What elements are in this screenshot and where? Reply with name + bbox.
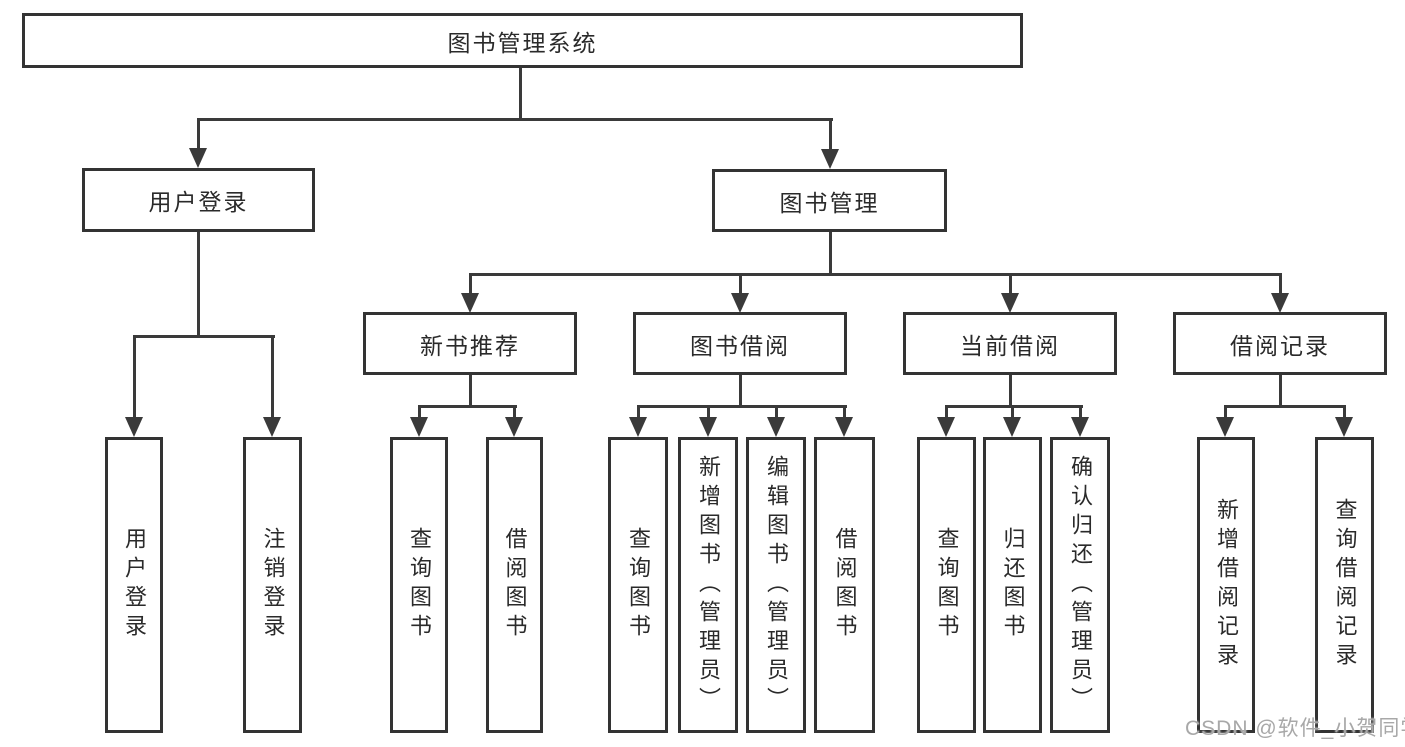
connector-line <box>1224 405 1346 408</box>
arrow-down-icon <box>1271 293 1289 313</box>
leaf-edit-book-admin: 编辑图书（管理员） <box>746 437 806 733</box>
arrow-down-icon <box>1335 417 1353 437</box>
connector-line <box>513 408 516 420</box>
arrow-down-icon <box>263 417 281 437</box>
leaf-borrow-query-book: 查询图书 <box>608 437 668 733</box>
arrow-down-icon <box>189 148 207 168</box>
connector-line <box>829 232 832 276</box>
connector-line <box>1079 408 1082 420</box>
arrow-down-icon <box>937 417 955 437</box>
connector-line <box>637 405 847 408</box>
connector-line <box>829 121 832 149</box>
connector-line <box>637 408 640 420</box>
connector-line <box>133 338 136 418</box>
csdn-watermark: CSDN @软件_小贺同学 <box>1185 717 1405 740</box>
node-label: 编辑图书（管理员） <box>764 454 789 716</box>
leaf-confirm-return-admin: 确认归还（管理员） <box>1050 437 1110 733</box>
connector-line <box>469 375 472 407</box>
node-new-book-recommend: 新书推荐 <box>363 312 577 375</box>
arrow-down-icon <box>821 149 839 169</box>
leaf-return-book: 归还图书 <box>983 437 1042 733</box>
connector-line <box>707 408 710 420</box>
node-label: 注销登录 <box>260 527 286 643</box>
leaf-query-borrow-record: 查询借阅记录 <box>1315 437 1374 733</box>
connector-line <box>945 408 948 420</box>
arrow-down-icon <box>125 417 143 437</box>
leaf-recommend-borrow-book: 借阅图书 <box>486 437 543 733</box>
node-label: 新增借阅记录 <box>1214 498 1239 672</box>
leaf-recommend-query-book: 查询图书 <box>390 437 448 733</box>
node-label: 新增图书（管理员） <box>696 454 721 716</box>
node-label: 用户登录 <box>148 189 249 215</box>
connector-line <box>1279 276 1282 294</box>
arrow-down-icon <box>731 293 749 313</box>
leaf-add-book-admin: 新增图书（管理员） <box>678 437 738 733</box>
node-label: 查询图书 <box>626 527 651 643</box>
leaf-borrow-book: 借阅图书 <box>814 437 875 733</box>
node-label: 新书推荐 <box>420 332 520 359</box>
connector-line <box>945 405 1083 408</box>
node-label: 当前借阅 <box>960 332 1060 359</box>
arrow-down-icon <box>835 417 853 437</box>
arrow-down-icon <box>699 417 717 437</box>
node-label: 确认归还（管理员） <box>1068 454 1093 716</box>
arrow-down-icon <box>461 293 479 313</box>
arrow-down-icon <box>1071 417 1089 437</box>
node-label: 查询图书 <box>407 527 432 643</box>
node-label: 归还图书 <box>1000 527 1026 643</box>
connector-line <box>1009 276 1012 294</box>
arrow-down-icon <box>410 417 428 437</box>
leaf-add-borrow-record: 新增借阅记录 <box>1197 437 1255 733</box>
connector-line <box>1009 375 1012 407</box>
connector-line <box>739 375 742 407</box>
node-label: 图书借阅 <box>690 332 790 359</box>
connector-line <box>197 232 200 337</box>
arrow-down-icon <box>767 417 785 437</box>
node-borrow-record: 借阅记录 <box>1173 312 1387 375</box>
connector-line <box>133 335 275 338</box>
node-label: 借阅图书 <box>832 527 858 643</box>
node-label: 借阅图书 <box>502 527 528 643</box>
connector-line <box>418 408 421 420</box>
leaf-user-login: 用户登录 <box>105 437 163 733</box>
node-current-borrow: 当前借阅 <box>903 312 1117 375</box>
connector-line <box>469 276 472 294</box>
node-book-management: 图书管理 <box>712 169 947 232</box>
connector-line <box>843 408 846 420</box>
connector-line <box>271 338 274 418</box>
node-label: 图书管理系统 <box>447 29 598 56</box>
node-user-login: 用户登录 <box>82 168 315 232</box>
connector-line <box>197 118 833 121</box>
connector-line <box>418 405 517 408</box>
node-book-borrow: 图书借阅 <box>633 312 847 375</box>
node-label: 用户登录 <box>122 527 147 643</box>
connector-line <box>1011 408 1014 420</box>
node-label: 查询图书 <box>934 527 960 643</box>
connector-line <box>469 273 1282 276</box>
node-label: 图书管理 <box>779 189 880 216</box>
connector-line <box>519 68 522 119</box>
connector-line <box>1224 408 1227 420</box>
connector-line <box>739 276 742 294</box>
connector-line <box>1343 408 1346 420</box>
connector-line <box>775 408 778 420</box>
arrow-down-icon <box>629 417 647 437</box>
arrow-down-icon <box>1216 417 1234 437</box>
node-label: 借阅记录 <box>1230 332 1330 359</box>
arrow-down-icon <box>505 417 523 437</box>
arrow-down-icon <box>1001 293 1019 313</box>
connector-line <box>1279 375 1282 407</box>
leaf-current-query-book: 查询图书 <box>917 437 976 733</box>
node-label: 查询借阅记录 <box>1332 498 1358 672</box>
node-library-management-system: 图书管理系统 <box>22 13 1023 68</box>
arrow-down-icon <box>1003 417 1021 437</box>
connector-line <box>197 121 200 149</box>
leaf-logout-login: 注销登录 <box>243 437 302 733</box>
